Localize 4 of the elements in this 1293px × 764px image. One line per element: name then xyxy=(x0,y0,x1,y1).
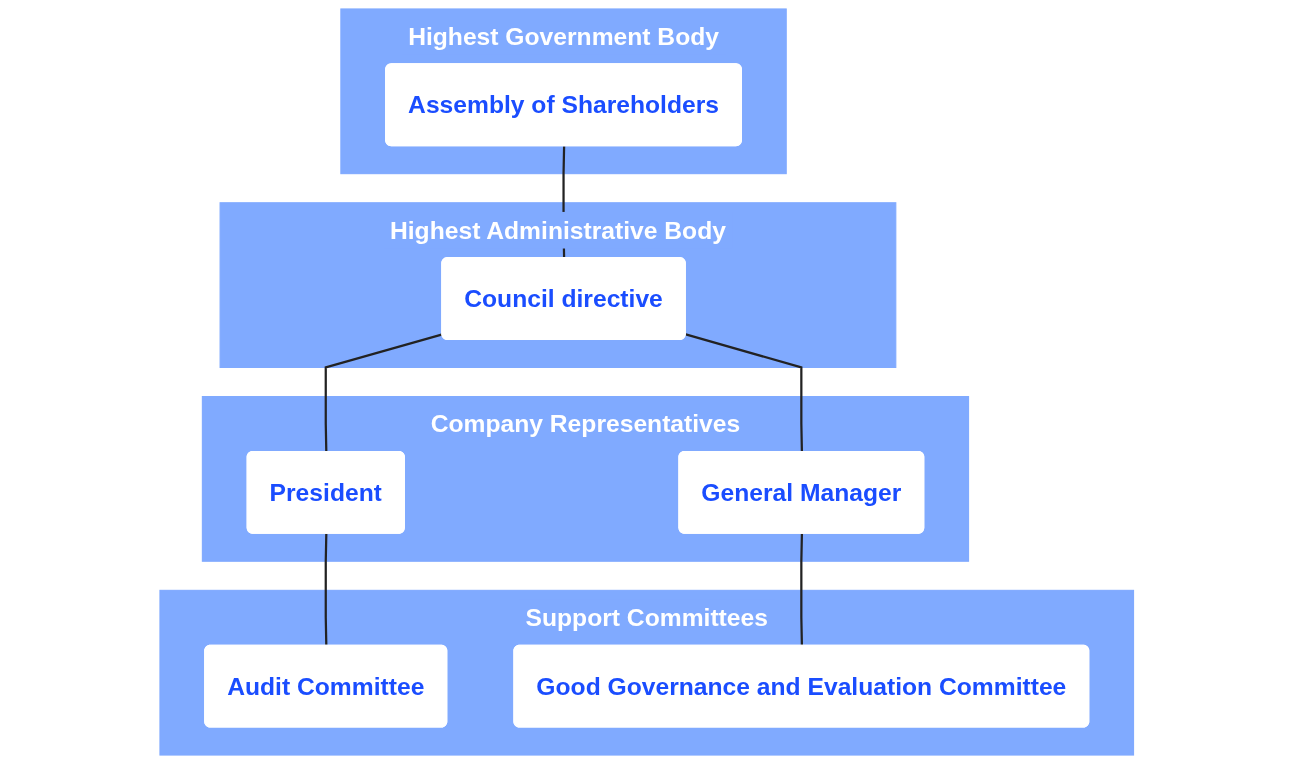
connector xyxy=(799,533,803,646)
connector xyxy=(685,333,803,453)
connector xyxy=(324,333,443,453)
connector xyxy=(324,533,328,646)
